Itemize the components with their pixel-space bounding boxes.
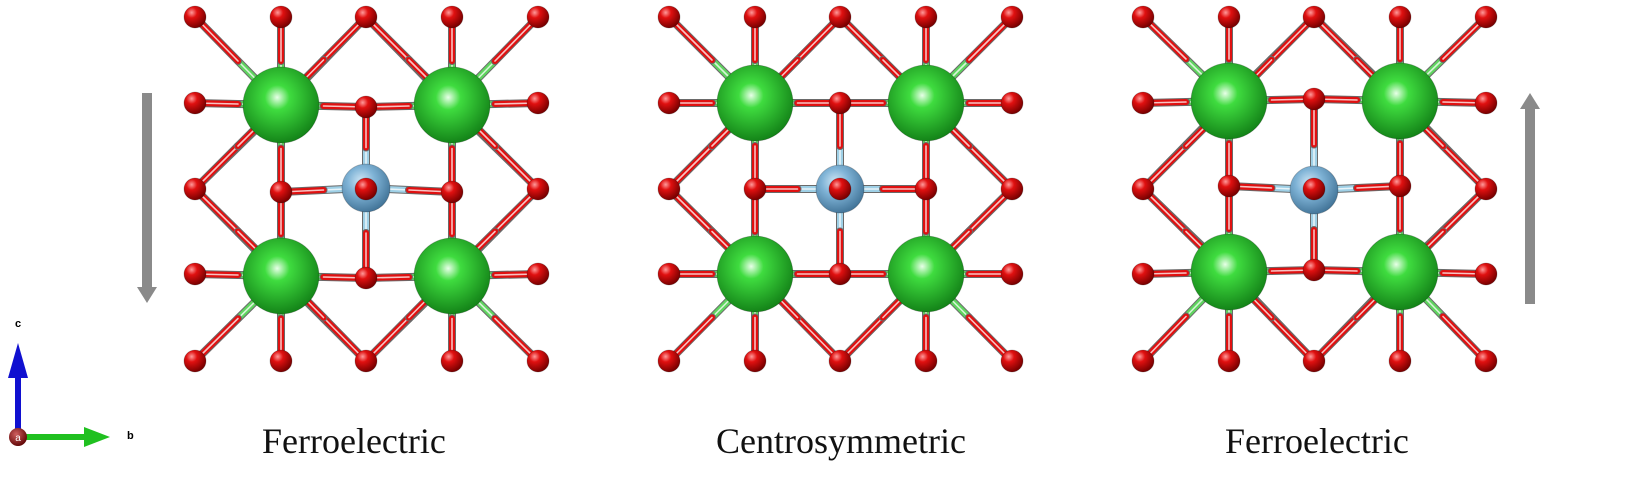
oxygen-atom bbox=[914, 5, 938, 29]
oxygen-atom bbox=[828, 91, 852, 115]
oxygen-atom bbox=[657, 177, 681, 201]
atoms bbox=[1131, 5, 1498, 373]
oxygen-atom bbox=[440, 5, 464, 29]
oxygen-atom bbox=[526, 5, 550, 29]
oxygen-atom bbox=[269, 180, 293, 204]
oxygen-atom bbox=[1302, 177, 1326, 201]
oxygen-atom bbox=[828, 262, 852, 286]
a-cation-atom bbox=[887, 64, 965, 142]
polarization-up-arrow bbox=[1520, 93, 1540, 304]
a-cation-atom bbox=[887, 235, 965, 313]
atoms bbox=[657, 5, 1024, 373]
oxygen-atom bbox=[1302, 5, 1326, 29]
oxygen-atom bbox=[1474, 5, 1498, 29]
a-cation-atom bbox=[716, 235, 794, 313]
a-cation-atom bbox=[413, 237, 491, 315]
oxygen-atom bbox=[1000, 91, 1024, 115]
a-cation-atom bbox=[1190, 62, 1268, 140]
a-cation-atom bbox=[716, 64, 794, 142]
oxygen-atom bbox=[1131, 91, 1155, 115]
oxygen-atom bbox=[1000, 262, 1024, 286]
oxygen-atom bbox=[354, 5, 378, 29]
oxygen-atom bbox=[1131, 5, 1155, 29]
oxygen-atom bbox=[1000, 177, 1024, 201]
oxygen-atom bbox=[354, 349, 378, 373]
panel-1-caption: Ferroelectric bbox=[262, 421, 446, 461]
oxygen-atom bbox=[440, 180, 464, 204]
oxygen-atom bbox=[1302, 87, 1326, 111]
oxygen-atom bbox=[526, 349, 550, 373]
oxygen-atom bbox=[743, 5, 767, 29]
oxygen-atom bbox=[183, 262, 207, 286]
panel-2-structure bbox=[657, 5, 1024, 373]
oxygen-atom bbox=[526, 262, 550, 286]
axis-b-label: b bbox=[127, 430, 134, 442]
oxygen-atom bbox=[1302, 258, 1326, 282]
oxygen-atom bbox=[1302, 349, 1326, 373]
oxygen-atom bbox=[743, 177, 767, 201]
oxygen-atom bbox=[828, 5, 852, 29]
oxygen-atom bbox=[828, 177, 852, 201]
axis-a-label: a bbox=[15, 433, 21, 444]
oxygen-atom bbox=[914, 177, 938, 201]
axis-b-arrow bbox=[18, 427, 110, 447]
oxygen-atom bbox=[269, 349, 293, 373]
oxygen-atom bbox=[1131, 349, 1155, 373]
axes-indicator: a bbox=[8, 343, 110, 447]
oxygen-atom bbox=[269, 5, 293, 29]
oxygen-atom bbox=[1217, 5, 1241, 29]
a-cation-atom bbox=[242, 237, 320, 315]
panel-3-caption: Ferroelectric bbox=[1225, 421, 1409, 461]
oxygen-atom bbox=[743, 349, 767, 373]
oxygen-atom bbox=[1474, 262, 1498, 286]
axis-c-label: c bbox=[15, 318, 22, 330]
oxygen-atom bbox=[914, 349, 938, 373]
oxygen-atom bbox=[828, 349, 852, 373]
oxygen-atom bbox=[1388, 349, 1412, 373]
polarization-down-arrow bbox=[137, 93, 157, 303]
a-cation-atom bbox=[1190, 233, 1268, 311]
oxygen-atom bbox=[1474, 177, 1498, 201]
oxygen-atom bbox=[354, 95, 378, 119]
oxygen-atom bbox=[1217, 174, 1241, 198]
oxygen-atom bbox=[354, 177, 378, 201]
axis-a-marker: a bbox=[9, 428, 27, 446]
oxygen-atom bbox=[183, 349, 207, 373]
oxygen-atom bbox=[526, 177, 550, 201]
a-cation-atom bbox=[1361, 62, 1439, 140]
oxygen-atom bbox=[1217, 349, 1241, 373]
panel-1-structure bbox=[183, 5, 550, 373]
oxygen-atom bbox=[1131, 262, 1155, 286]
oxygen-atom bbox=[657, 91, 681, 115]
oxygen-atom bbox=[354, 266, 378, 290]
a-cation-atom bbox=[1361, 233, 1439, 311]
oxygen-atom bbox=[440, 349, 464, 373]
oxygen-atom bbox=[1131, 177, 1155, 201]
oxygen-atom bbox=[657, 349, 681, 373]
atoms bbox=[183, 5, 550, 373]
oxygen-atom bbox=[657, 5, 681, 29]
axis-c-arrow bbox=[8, 343, 28, 437]
oxygen-atom bbox=[1000, 5, 1024, 29]
panel-3-structure bbox=[1131, 5, 1498, 373]
oxygen-atom bbox=[657, 262, 681, 286]
oxygen-atom bbox=[1000, 349, 1024, 373]
oxygen-atom bbox=[1388, 174, 1412, 198]
panel-2-caption: Centrosymmetric bbox=[716, 421, 966, 461]
oxygen-atom bbox=[183, 91, 207, 115]
a-cation-atom bbox=[242, 66, 320, 144]
oxygen-atom bbox=[1474, 349, 1498, 373]
oxygen-atom bbox=[183, 177, 207, 201]
oxygen-atom bbox=[526, 91, 550, 115]
a-cation-atom bbox=[413, 66, 491, 144]
oxygen-atom bbox=[183, 5, 207, 29]
oxygen-atom bbox=[1474, 91, 1498, 115]
oxygen-atom bbox=[1388, 5, 1412, 29]
